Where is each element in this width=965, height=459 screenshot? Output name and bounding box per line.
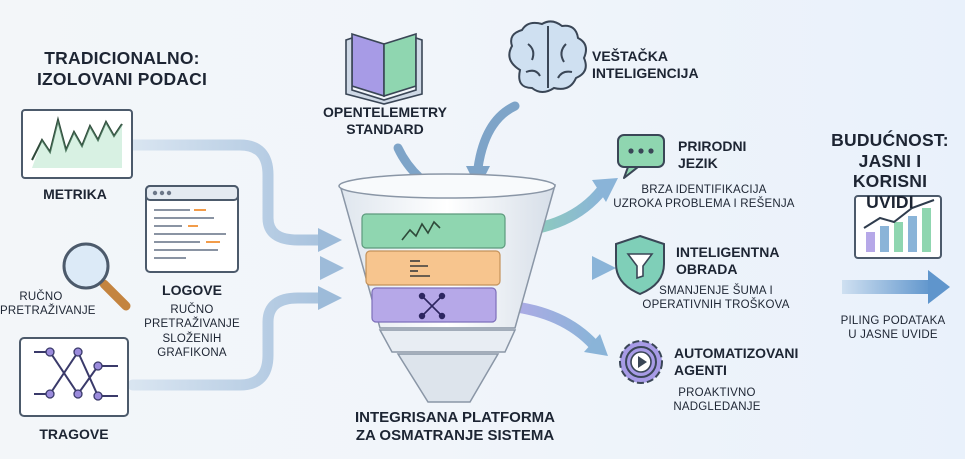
trend-line-icon — [863, 199, 935, 229]
book-icon — [345, 32, 423, 105]
rucno-pretrazivanje-label: RUČNO PRETRAŽIVANJE — [0, 290, 96, 319]
input-arrows — [127, 139, 328, 391]
trace-graph-icon — [418, 292, 446, 320]
output-language-title-line2: JEZIK — [678, 154, 718, 171]
ai-label: VEŠTAČKA INTELIGENCIJA — [592, 48, 742, 81]
otel-label: OPENTELEMETRY STANDARD — [300, 104, 470, 137]
insights-caption-line2: U JASNE UVIDE — [848, 329, 938, 342]
traces-flow-arrow — [127, 292, 326, 391]
logs-card — [145, 185, 239, 273]
chat-bubble-icon — [617, 134, 665, 179]
shield-filter-icon — [615, 234, 665, 296]
output-agents-title-line1: AUTOMATIZOVANI — [674, 345, 799, 361]
rucno-line1: RUČNO — [19, 291, 63, 303]
arrowhead-icon — [318, 228, 342, 252]
output-language-desc-line2: UZROKA PROBLEMA I REŠENJA — [613, 198, 795, 211]
logs-layer — [365, 250, 501, 286]
insights-chart-card — [854, 195, 942, 259]
platform-line2: ZA OSMATRANJE SISTEMA — [355, 426, 555, 444]
brain-icon — [508, 20, 587, 93]
otel-line2: STANDARD — [346, 120, 424, 137]
output-agents-desc: PROAKTIVNO NADGLEDANJE — [652, 386, 782, 415]
log-text-lines — [154, 209, 226, 259]
right-title-line1: BUDUĆNOST: — [831, 130, 949, 150]
logove-label: LOGOVE — [162, 282, 222, 298]
output-processing-title-line1: INTELIGENTNA — [676, 244, 780, 260]
gear-play-icon — [619, 340, 663, 384]
metrics-card — [21, 109, 133, 179]
logove-desc-line2: PRETRAŽIVANJE — [144, 318, 240, 331]
ai-line2: INTELIGENCIJA — [592, 64, 699, 81]
output-processing-desc: SMANJENJE ŠUMA I OPERATIVNIH TROŠKOVA — [626, 284, 806, 313]
tragove-label: TRAGOVE — [39, 426, 109, 442]
metrics-layer — [361, 213, 506, 249]
otel-down-arrow — [393, 143, 425, 183]
rucno-line2: PRETRAŽIVANJE — [0, 305, 96, 318]
logove-desc-line3: SLOŽENIH — [162, 332, 222, 345]
platform-line1: INTEGRISANA PLATFORMA — [355, 409, 555, 426]
output-processing-title: INTELIGENTNA OBRADA — [676, 244, 826, 277]
right-title: BUDUĆNOST: JASNI I KORISNI UVIDI — [820, 130, 960, 213]
output-processing-desc-line2: OPERATIVNIH TROŠKOVA — [642, 299, 790, 312]
arrowhead-icon — [318, 286, 342, 310]
metrics-chart-icon — [31, 116, 123, 161]
output-language-title-line1: PRIRODNI — [678, 138, 747, 154]
output-agents-title-line2: AGENTI — [674, 361, 727, 378]
metrics-flow-arrow — [127, 139, 326, 246]
output-processing-title-line2: OBRADA — [676, 260, 738, 277]
right-title-line2: JASNI I KORISNI — [852, 150, 928, 192]
magnifier-icon — [62, 242, 131, 311]
traces-card — [19, 337, 129, 417]
arrowhead-icon — [320, 256, 344, 280]
waveform-icon — [401, 220, 441, 241]
ai-down-arrow — [473, 101, 520, 173]
output-language-title: PRIRODNI JEZIK — [678, 138, 808, 171]
input-arrow-heads — [318, 228, 344, 310]
platform-funnel — [338, 173, 556, 403]
arrowhead-icon — [592, 178, 618, 202]
arrowhead-icon — [584, 334, 608, 356]
insights-arrow — [842, 270, 950, 304]
right-title-line3: UVIDI — [866, 191, 914, 212]
output-language-desc-line1: BRZA IDENTIFIKACIJA — [641, 184, 767, 196]
otel-line1: OPENTELEMETRY — [323, 104, 447, 120]
output-agents-desc-line1: PROAKTIVNO — [678, 387, 756, 399]
log-lines-icon — [410, 260, 430, 277]
insights-caption: PILING PODATAKA U JASNE UVIDE — [826, 314, 960, 343]
logove-description: RUČNO PRETRAŽIVANJE SLOŽENIH GRAFIKONA — [140, 303, 244, 361]
left-title-line2: IZOLOVANI PODACI — [36, 68, 208, 89]
logove-desc-line4: GRAFIKONA — [157, 347, 227, 360]
left-title-line1: TRADICIONALNO: — [44, 48, 200, 68]
output-language-desc: BRZA IDENTIFIKACIJA UZROKA PROBLEMA I RE… — [598, 183, 810, 212]
platform-label: INTEGRISANA PLATFORMA ZA OSMATRANJE SIST… — [330, 409, 580, 444]
output-processing-desc-line1: SMANJENJE ŠUMA I — [659, 285, 773, 297]
metrika-label: METRIKA — [43, 186, 107, 202]
logove-desc-line1: RUČNO — [170, 304, 214, 316]
output-agents-title: AUTOMATIZOVANI AGENTI — [674, 345, 834, 378]
ai-line1: VEŠTAČKA — [592, 48, 668, 64]
output-agents-desc-line2: NADGLEDANJE — [673, 401, 761, 414]
left-title: TRADICIONALNO: IZOLOVANI PODACI — [32, 48, 212, 89]
arrowhead-icon — [592, 256, 616, 280]
insights-caption-line1: PILING PODATAKA — [840, 315, 946, 327]
